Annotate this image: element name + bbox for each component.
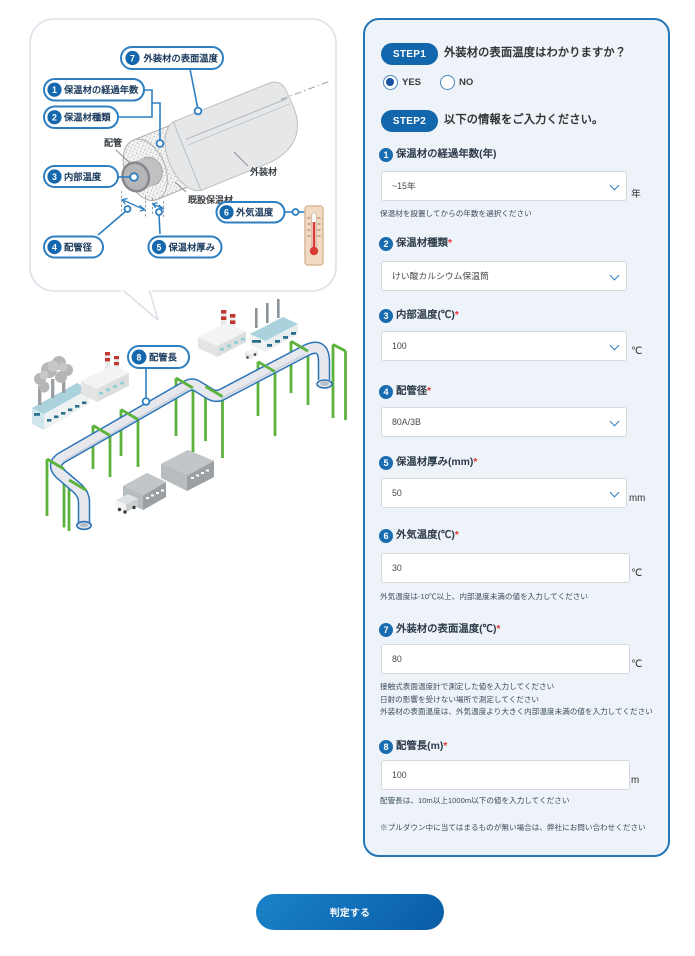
svg-text:配管: 配管 (104, 137, 122, 148)
svg-text:5: 5 (157, 242, 162, 252)
svg-text:既設保温材: 既設保温材 (188, 194, 233, 205)
svg-text:7: 7 (130, 53, 135, 63)
svg-text:外装材: 外装材 (249, 166, 277, 177)
svg-text:配管径: 配管径 (64, 242, 93, 253)
svg-text:3: 3 (52, 172, 57, 182)
svg-text:2: 2 (52, 113, 57, 123)
svg-text:配管長: 配管長 (149, 352, 178, 363)
svg-text:外気温度: 外気温度 (235, 207, 274, 218)
svg-text:保温材厚み: 保温材厚み (168, 242, 216, 253)
svg-text:保温材種類: 保温材種類 (63, 112, 111, 123)
svg-text:外装材の表面温度: 外装材の表面温度 (143, 53, 219, 64)
svg-text:内部温度: 内部温度 (64, 171, 102, 182)
svg-text:4: 4 (52, 242, 57, 252)
svg-text:保温材の経過年数: 保温材の経過年数 (63, 84, 139, 95)
svg-text:8: 8 (137, 352, 142, 362)
svg-text:6: 6 (224, 208, 229, 218)
svg-text:1: 1 (52, 85, 57, 95)
